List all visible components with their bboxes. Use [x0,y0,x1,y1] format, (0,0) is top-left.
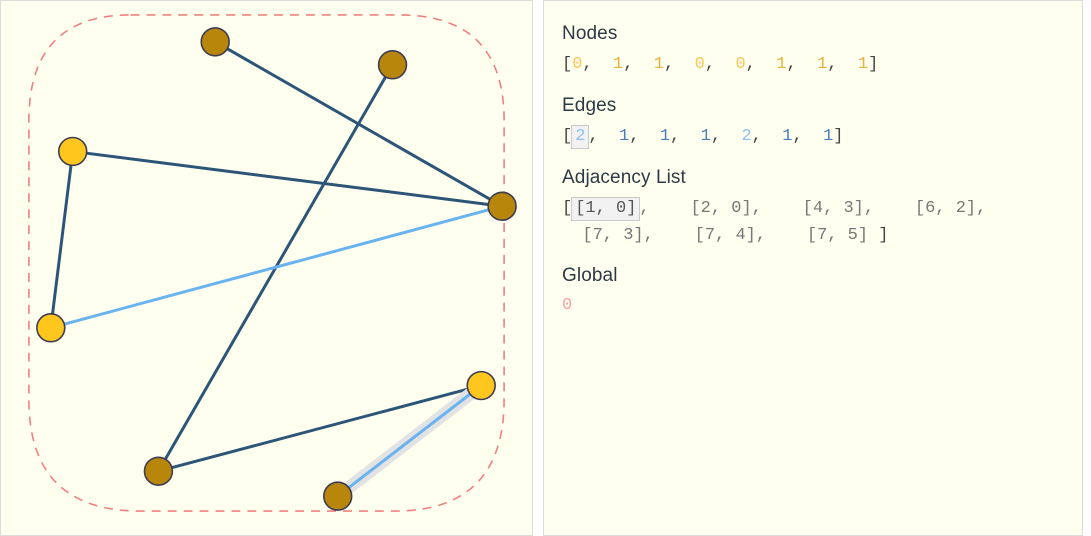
graph-node-layer [36,27,517,511]
nodes-value-0[interactable]: 0 [572,55,583,74]
edges-comma-2: , [670,127,701,146]
graph-node-2[interactable] [377,50,408,80]
edges-value-3[interactable]: 1 [700,127,711,146]
edges-value-1[interactable]: 1 [619,127,630,146]
adjacency-comma-5: , [755,226,807,245]
adjacency-section-title: Adjacency List [562,167,686,188]
global-value: 0 [562,296,573,315]
nodes-comma-5: , [786,55,818,74]
edges-value-2[interactable]: 1 [659,127,671,146]
graph-node-1[interactable] [200,27,230,57]
adjacency-close-bracket: ] [868,226,889,245]
nodes-value-3[interactable]: 0 [694,55,705,74]
edges-value-4[interactable]: 2 [741,127,752,146]
edge-0-6[interactable] [71,149,504,208]
graph-node-6[interactable] [487,191,517,221]
nodes-section-title: Nodes [562,23,618,44]
edges-section: Edges [2, 1, 1, 1, 2, 1, 1] [562,93,1082,151]
adjacency-pair-5[interactable]: [7, 4] [694,226,756,245]
adjacency-section: Adjacency List [[1, 0], [2, 0], [4, 3], … [562,165,1082,249]
graph-canvas[interactable] [1,1,532,535]
nodes-value-list[interactable]: [0, 1, 1, 0, 0, 1, 1, 1] [562,51,1082,79]
adjacency-pair-0[interactable]: [1, 0] [571,197,641,221]
nodes-value-2[interactable]: 1 [653,55,665,74]
nodes-value-1[interactable]: 1 [613,55,624,74]
adjacency-comma-2: , [863,199,915,218]
adjacency-line-1: [[1, 0], [2, 0], [4, 3], [6, 2], [562,195,1082,222]
adjacency-comma-1: , [751,199,803,218]
nodes-value-4[interactable]: 0 [735,55,746,74]
adjacency-pair-list[interactable]: [[1, 0], [2, 0], [4, 3], [6, 2], [7, 3],… [562,195,1082,249]
nodes-value-6[interactable]: 1 [817,55,828,74]
graph-visualization-panel [0,0,533,536]
nodes-comma-1: , [623,55,654,74]
edges-value-6[interactable]: 1 [823,127,834,146]
adjacency-pair-2[interactable]: [4, 3] [802,199,864,218]
nodes-close-bracket: ] [868,55,879,74]
adjacency-pair-1[interactable]: [2, 0] [690,199,752,218]
edge-3-6[interactable] [49,204,504,330]
graph-node-7[interactable] [322,481,353,511]
edges-close-bracket: ] [833,127,844,146]
graph-edge-layer [49,40,504,502]
nodes-section: Nodes [0, 1, 1, 0, 0, 1, 1, 1] [562,21,1082,79]
adjacency-pair-6[interactable]: [7, 5] [806,226,869,245]
graph-node-4[interactable] [466,370,496,401]
edge-5-4[interactable] [156,384,483,473]
graph-boundary-dashed-outline [28,14,505,512]
edges-comma-1: , [629,127,660,146]
adjacency-pair-4[interactable]: [7, 3] [582,226,644,245]
graph-node-5[interactable] [143,456,174,486]
adjacency-indent [562,226,582,245]
adjacency-comma-0: , [639,199,691,218]
nodes-comma-3: , [704,55,736,74]
graph-node-3[interactable] [36,313,66,343]
adjacency-open-bracket: [ [562,199,573,218]
edges-value-list[interactable]: [2, 1, 1, 1, 2, 1, 1] [562,123,1082,151]
edges-open-bracket: [ [562,127,573,146]
edges-section-title: Edges [562,95,617,116]
graph-data-panel: Nodes [0, 1, 1, 0, 0, 1, 1, 1] Edges [2,… [543,0,1083,536]
nodes-comma-0: , [582,55,614,74]
edges-value-0[interactable]: 2 [571,125,590,149]
nodes-open-bracket: [ [562,55,573,74]
adjacency-comma-4: , [643,226,695,245]
global-section: Global 0 [562,263,1082,319]
adjacency-line-2: [7, 3], [7, 4], [7, 5] ] [562,222,1082,249]
global-section-title: Global [562,265,618,286]
nodes-comma-6: , [827,55,858,74]
nodes-value-7[interactable]: 1 [857,55,869,74]
edges-comma-3: , [710,127,742,146]
edges-value-5[interactable]: 1 [782,127,793,146]
nodes-comma-4: , [745,55,777,74]
edges-comma-4: , [751,127,783,146]
graph-node-0[interactable] [57,136,88,167]
nodes-comma-2: , [664,55,695,74]
edge-0-3[interactable] [49,149,75,330]
nodes-value-5[interactable]: 1 [776,55,787,74]
adjacency-pair-3[interactable]: [6, 2] [914,199,977,218]
adjacency-comma-3: , [976,199,1028,218]
edge-7-4[interactable] [336,384,483,498]
edges-comma-5: , [792,127,824,146]
edges-comma-0: , [588,127,620,146]
